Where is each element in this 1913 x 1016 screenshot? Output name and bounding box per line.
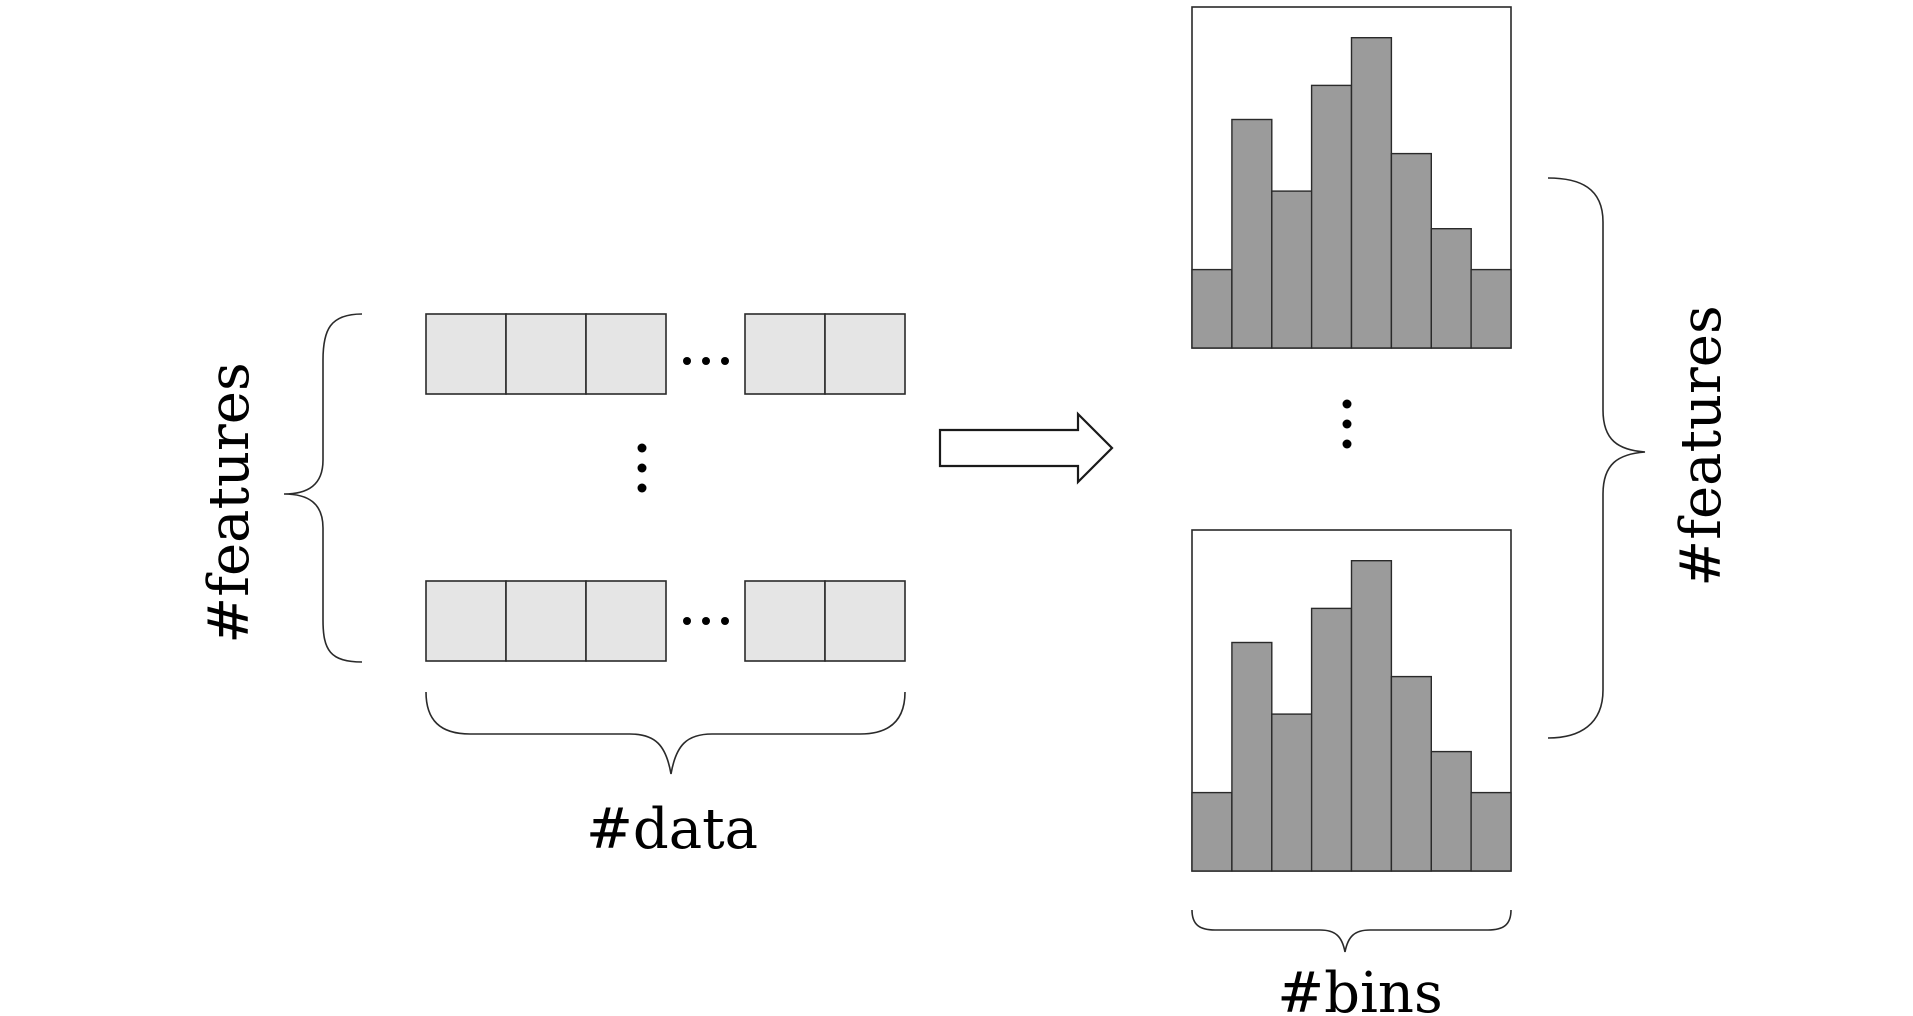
data-cell bbox=[824, 580, 906, 662]
features-label-right: #features bbox=[1669, 305, 1734, 586]
histogram bbox=[1191, 529, 1512, 872]
features-label-left: #features bbox=[197, 362, 262, 643]
data-cell bbox=[585, 580, 667, 662]
histogram-bin bbox=[1310, 607, 1353, 872]
histogram-bars bbox=[1191, 560, 1512, 872]
data-cell bbox=[425, 580, 507, 662]
bins-brace bbox=[1191, 909, 1512, 953]
horizontal-ellipsis bbox=[683, 357, 729, 365]
data-cell bbox=[744, 580, 826, 662]
histogram-bin bbox=[1350, 560, 1393, 872]
data-cell bbox=[505, 313, 587, 395]
histogram-bin bbox=[1430, 750, 1472, 872]
features-brace-right bbox=[1547, 177, 1646, 739]
histogram-bin bbox=[1390, 152, 1433, 349]
histogram-bin bbox=[1350, 37, 1393, 349]
data-cell bbox=[744, 313, 826, 395]
transform-arrow-icon bbox=[938, 411, 1114, 485]
histogram-bin bbox=[1191, 268, 1233, 349]
data-row bbox=[425, 580, 906, 662]
vertical-ellipsis bbox=[1342, 399, 1352, 449]
histogram-bin bbox=[1191, 791, 1233, 872]
histogram-bin bbox=[1470, 791, 1512, 872]
histogram-bin bbox=[1390, 675, 1433, 872]
data-cell bbox=[824, 313, 906, 395]
vertical-ellipsis bbox=[637, 443, 647, 493]
data-cell bbox=[505, 580, 587, 662]
histogram-bin bbox=[1231, 641, 1273, 872]
features-brace-left bbox=[283, 313, 363, 663]
bins-label: #bins bbox=[1277, 961, 1442, 1016]
histogram bbox=[1191, 6, 1512, 349]
data-brace bbox=[425, 691, 906, 775]
horizontal-ellipsis bbox=[683, 617, 729, 625]
histogram-bin bbox=[1310, 84, 1353, 349]
data-cell bbox=[585, 313, 667, 395]
data-label: #data bbox=[586, 797, 758, 862]
histogram-bars bbox=[1191, 37, 1512, 349]
data-row bbox=[425, 313, 906, 395]
histogram-bin bbox=[1231, 118, 1273, 349]
histogram-bin bbox=[1271, 190, 1313, 349]
histogram-bin bbox=[1430, 227, 1472, 349]
histogram-bin bbox=[1271, 713, 1313, 872]
histogram-bin bbox=[1470, 268, 1512, 349]
data-cell bbox=[425, 313, 507, 395]
